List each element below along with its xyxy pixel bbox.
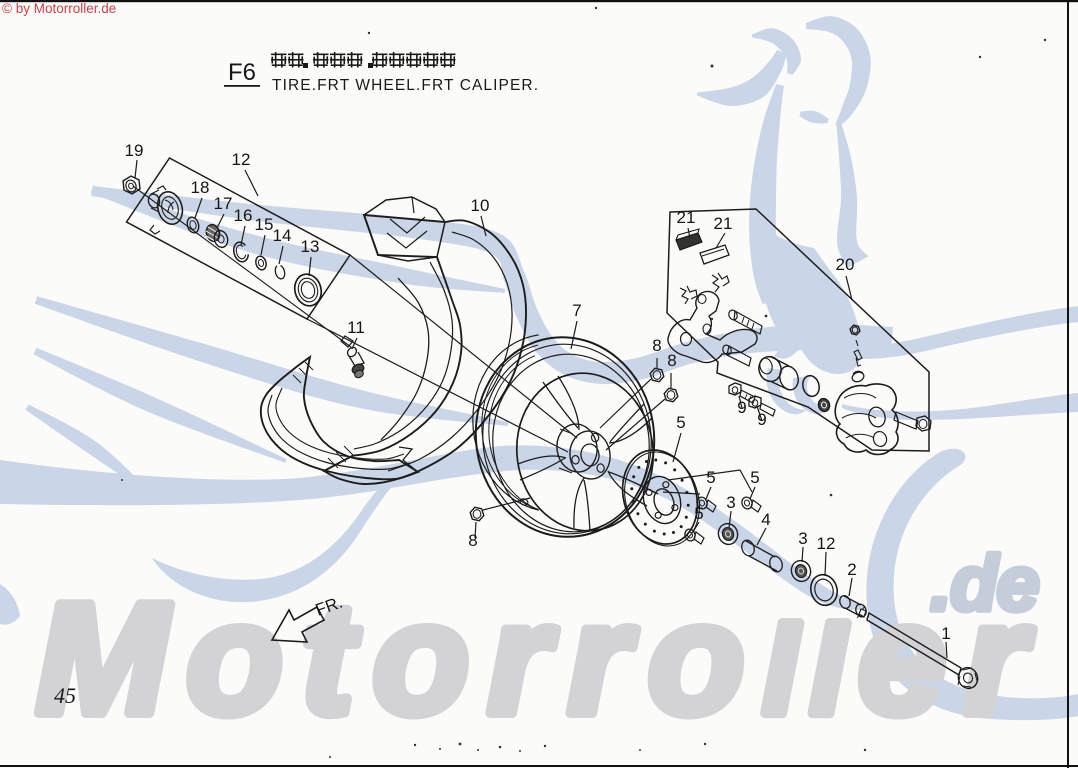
svg-text:2: 2: [847, 560, 856, 579]
svg-text:9: 9: [737, 398, 746, 417]
svg-text:9: 9: [757, 410, 766, 429]
svg-text:21: 21: [714, 214, 733, 233]
svg-text:13: 13: [301, 237, 320, 256]
svg-text:10: 10: [471, 196, 490, 215]
svg-text:F6: F6: [228, 59, 256, 86]
svg-text:8: 8: [667, 351, 676, 370]
svg-text:TIRE.FRT WHEEL.FRT CALIPER.: TIRE.FRT WHEEL.FRT CALIPER.: [272, 77, 539, 94]
svg-text:8: 8: [652, 336, 661, 355]
svg-text:17: 17: [214, 194, 233, 213]
svg-text:5: 5: [706, 468, 715, 487]
svg-text:12: 12: [232, 150, 251, 169]
svg-text:20: 20: [836, 255, 855, 274]
svg-text:8: 8: [468, 531, 477, 550]
svg-text:18: 18: [191, 178, 210, 197]
svg-text:12: 12: [817, 534, 836, 553]
svg-text:4: 4: [761, 510, 770, 529]
svg-text:3: 3: [726, 493, 735, 512]
svg-text:Motorroller: Motorroller: [36, 571, 1044, 747]
svg-text:5: 5: [750, 468, 759, 487]
svg-text:5: 5: [694, 504, 703, 523]
svg-text:21: 21: [677, 208, 696, 227]
svg-text:11: 11: [347, 318, 365, 337]
svg-text:.de: .de: [930, 539, 1038, 627]
svg-text:14: 14: [273, 226, 292, 245]
svg-text:5: 5: [676, 413, 685, 432]
svg-text:1: 1: [941, 624, 950, 643]
svg-text:© by Motorroller.de: © by Motorroller.de: [2, 1, 116, 16]
svg-text:3: 3: [798, 529, 807, 548]
svg-text:15: 15: [255, 215, 274, 234]
svg-text:7: 7: [572, 301, 581, 320]
svg-text:16: 16: [234, 206, 253, 225]
svg-text:45: 45: [54, 683, 76, 708]
svg-text:19: 19: [125, 141, 144, 160]
